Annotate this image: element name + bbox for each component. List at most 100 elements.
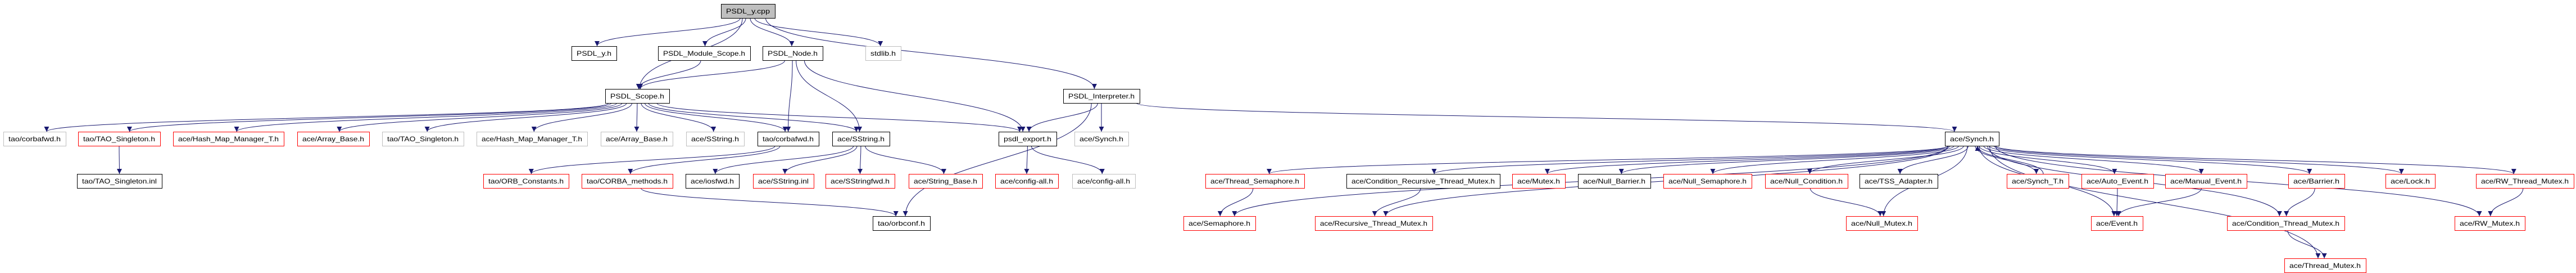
edge-synch-b-to-manual-event: [1983, 145, 2204, 174]
node-rw-thread[interactable]: ace/RW_Thread_Mutex.h: [2476, 174, 2574, 189]
edge-synch-b-to-null-cond: [1807, 145, 1964, 174]
node-box: [721, 4, 775, 19]
node-rw-mutex[interactable]: ace/RW_Mutex.h: [2455, 216, 2525, 231]
node-arraybase-g[interactable]: ace/Array_Base.h: [601, 132, 673, 146]
node-thread-sem[interactable]: ace/Thread_Semaphore.h: [1205, 174, 1305, 189]
node-cond-rec[interactable]: ace/Condition_Recursive_Thread_Mutex.h: [1346, 174, 1500, 189]
node-sstring-g[interactable]: ace/SString.h: [686, 132, 745, 146]
node-psdl-y-h[interactable]: PSDL_y.h: [572, 46, 617, 61]
node-label: ace/Null_Barrier.h: [1583, 177, 1645, 185]
node-synch-t[interactable]: ace/Synch_T.h: [2007, 174, 2069, 189]
node-label: ace/SString.h: [837, 135, 885, 143]
edge-root-to-interp: [765, 17, 1097, 89]
node-label: ace/TSS_Adapter.h: [1865, 177, 1933, 185]
edge-synch-b-to-tss: [1897, 145, 1969, 174]
edge-scope-to-hashmap-g: [531, 102, 633, 132]
node-arraybase-r[interactable]: ace/Array_Base.h: [297, 132, 370, 146]
node-null-mutex[interactable]: ace/Null_Mutex.h: [1846, 216, 1918, 231]
edge-scope-to-sstring-b: [648, 102, 859, 132]
node-sstring-inl[interactable]: ace/SString.inl: [753, 174, 814, 189]
node-label: ace/Hash_Map_Manager_T.h: [482, 135, 582, 143]
edge-interp-to-synch-b: [1136, 102, 1957, 132]
node-label: ace/Array_Base.h: [302, 135, 364, 143]
node-string-base[interactable]: ace/String_Base.h: [909, 174, 983, 189]
edge-sstring-b-to-string-base: [865, 145, 946, 174]
node-box: [78, 132, 161, 146]
node-iosfwd[interactable]: ace/iosfwd.h: [686, 174, 740, 189]
node-config-g[interactable]: ace/config-all.h: [1072, 174, 1136, 189]
edge-sstring-b-to-sstring-inl: [782, 145, 858, 174]
node-label: ace/Null_Semaphore.h: [1668, 177, 1747, 185]
node-lock[interactable]: ace/Lock.h: [2385, 174, 2436, 189]
node-corba-methods[interactable]: tao/CORBA_methods.h: [582, 174, 673, 189]
node-hashmap-g[interactable]: ace/Hash_Map_Manager_T.h: [477, 132, 588, 146]
node-null-sem[interactable]: ace/Null_Semaphore.h: [1663, 174, 1752, 189]
node-semaphore[interactable]: ace/Semaphore.h: [1183, 216, 1256, 231]
edge-synch-b-to-auto-event: [1979, 145, 2117, 174]
node-box: [758, 132, 819, 146]
node-label: ace/iosfwd.h: [691, 177, 734, 185]
node-box: [995, 174, 1059, 189]
node-tss[interactable]: ace/TSS_Adapter.h: [1860, 174, 1938, 189]
node-corbafwd-b[interactable]: tao/corbafwd.h: [758, 132, 819, 146]
node-label: ace/SString.inl: [758, 177, 809, 185]
edge-synch-b-to-cond-rec: [1431, 145, 1949, 174]
node-box: [1512, 174, 1566, 189]
node-box: [297, 132, 370, 146]
node-psdl-export[interactable]: psdl_export.h: [999, 132, 1057, 146]
node-auto-event[interactable]: ace/Auto_Event.h: [2081, 174, 2154, 189]
node-box: [686, 174, 740, 189]
node-root[interactable]: PSDL_y.cpp: [721, 4, 775, 19]
node-manual-event[interactable]: ace/Manual_Event.h: [2165, 174, 2247, 189]
node-node-h[interactable]: PSDL_Node.h: [763, 46, 823, 61]
node-synch-g[interactable]: ace/Synch.h: [1074, 132, 1129, 146]
edge-synch-b-to-null-sem: [1710, 145, 1959, 174]
node-box: [1663, 174, 1752, 189]
node-box: [999, 132, 1057, 146]
node-corbafwd-g[interactable]: tao/corbafwd.h: [3, 132, 66, 146]
edge-cond-thread-to-thread-mutex: [2287, 230, 2327, 259]
node-box: [865, 46, 901, 61]
node-label: ace/Synch.h: [1950, 135, 1994, 143]
node-label: tao/TAO_Singleton.h: [83, 135, 155, 143]
node-stdlib[interactable]: stdlib.h: [865, 46, 901, 61]
node-singleton-r[interactable]: tao/TAO_Singleton.h: [78, 132, 161, 146]
node-label: ace/Event.h: [2096, 220, 2138, 227]
node-interp[interactable]: PSDL_Interpreter.h: [1063, 89, 1140, 104]
node-singleton-g[interactable]: tao/TAO_Singleton.h: [382, 132, 464, 146]
node-box: [753, 174, 814, 189]
node-box: [605, 89, 670, 104]
edge-corbafwd-b-to-orb-constants: [528, 145, 775, 174]
node-orb-constants[interactable]: tao/ORB_Constants.h: [483, 174, 569, 189]
node-synch-b[interactable]: ace/Synch.h: [1945, 132, 1999, 146]
node-event[interactable]: ace/Event.h: [2091, 216, 2143, 231]
node-label: tao/CORBA_methods.h: [587, 177, 668, 185]
edge-scope-to-singleton-r: [127, 102, 612, 132]
edge-root-to-module-scope: [702, 17, 746, 47]
node-scope[interactable]: PSDL_Scope.h: [605, 89, 670, 104]
node-null-cond[interactable]: ace/Null_Condition.h: [1765, 174, 1848, 189]
node-label: ace/Mutex.h: [1517, 177, 1560, 185]
edge-synch-b-to-lock: [1993, 145, 2404, 174]
node-cond-thread[interactable]: ace/Condition_Thread_Mutex.h: [2227, 216, 2345, 231]
node-orbconf[interactable]: tao/orbconf.h: [873, 216, 931, 231]
node-box: [582, 174, 673, 189]
edge-scope-to-corbafwd-b: [644, 102, 788, 132]
edge-sstring-b-to-iosfwd: [713, 145, 854, 174]
node-label: ace/config-all.h: [1000, 177, 1053, 185]
node-singleton-inl[interactable]: tao/TAO_Singleton.inl: [77, 174, 162, 189]
node-config-r[interactable]: ace/config-all.h: [995, 174, 1059, 189]
node-sstring-b[interactable]: ace/SString.h: [832, 132, 890, 146]
node-null-barrier[interactable]: ace/Null_Barrier.h: [1578, 174, 1651, 189]
node-mutex[interactable]: ace/Mutex.h: [1512, 174, 1566, 189]
node-rec-mutex[interactable]: ace/Recursive_Thread_Mutex.h: [1315, 216, 1433, 231]
node-hashmap-r[interactable]: ace/Hash_Map_Manager_T.h: [173, 132, 284, 146]
node-box: [1346, 174, 1500, 189]
node-label: ace/config-all.h: [1077, 177, 1130, 185]
node-sstringfwd[interactable]: ace/SStringfwd.h: [826, 174, 895, 189]
node-thread-mutex[interactable]: ace/Thread_Mutex.h: [2284, 258, 2366, 273]
node-module-scope[interactable]: PSDL_Module_Scope.h: [658, 46, 751, 61]
node-barrier[interactable]: ace/Barrier.h: [2288, 174, 2345, 189]
node-box: [477, 132, 588, 146]
